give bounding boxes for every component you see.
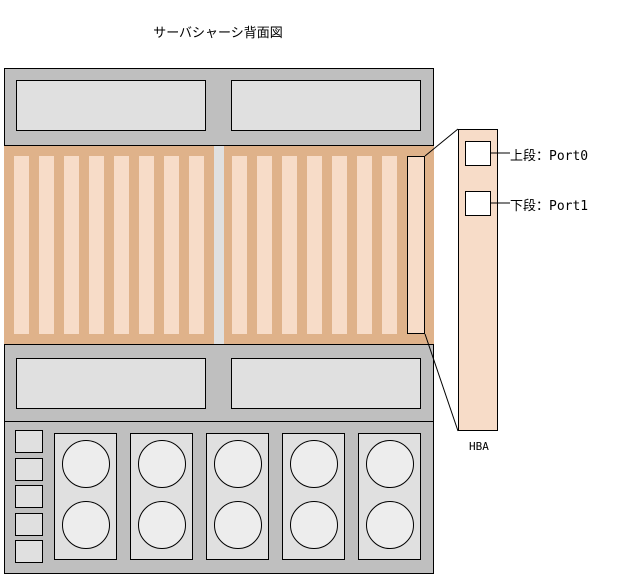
fan-section-separator <box>4 421 434 422</box>
hba-zoom-line-bottom <box>424 333 459 432</box>
fan <box>290 440 338 488</box>
fan <box>214 501 262 549</box>
fan <box>138 501 186 549</box>
hba-label: HBA <box>469 440 489 453</box>
port0-label: 上段：Port0 <box>510 149 589 164</box>
fan <box>366 440 414 488</box>
middle-left-bay <box>16 358 206 409</box>
fan <box>62 440 110 488</box>
fan <box>366 501 414 549</box>
small-module <box>15 540 43 563</box>
expansion-slot <box>114 156 129 334</box>
expansion-slot <box>232 156 247 334</box>
expansion-slot <box>357 156 372 334</box>
hba-card <box>458 129 498 431</box>
fan <box>62 501 110 549</box>
expansion-slot <box>14 156 29 334</box>
small-module <box>15 430 43 453</box>
expansion-slot <box>382 156 397 334</box>
small-module <box>15 512 43 536</box>
hba-port-1 <box>465 191 491 216</box>
hba-port-0 <box>465 141 491 166</box>
fan <box>138 440 186 488</box>
expansion-slot <box>307 156 322 334</box>
small-module <box>15 485 43 508</box>
top-right-bay <box>231 80 421 131</box>
hba-zoom-line-top <box>424 128 459 157</box>
expansion-slot <box>139 156 154 334</box>
hba-slot <box>407 156 425 334</box>
top-left-bay <box>16 80 206 131</box>
middle-right-bay <box>231 358 421 409</box>
expansion-slot <box>39 156 54 334</box>
diagram-title: サーバシャーシ背面図 <box>153 26 283 41</box>
expansion-slot <box>332 156 347 334</box>
expansion-slot <box>257 156 272 334</box>
expansion-slot <box>89 156 104 334</box>
port1-label: 下段：Port1 <box>510 199 589 214</box>
fan <box>214 440 262 488</box>
expansion-slot <box>64 156 79 334</box>
expansion-slot <box>164 156 179 334</box>
expansion-slot <box>189 156 204 334</box>
fan <box>290 501 338 549</box>
slot-area-divider <box>214 146 224 344</box>
expansion-slot <box>282 156 297 334</box>
small-module <box>15 457 43 481</box>
